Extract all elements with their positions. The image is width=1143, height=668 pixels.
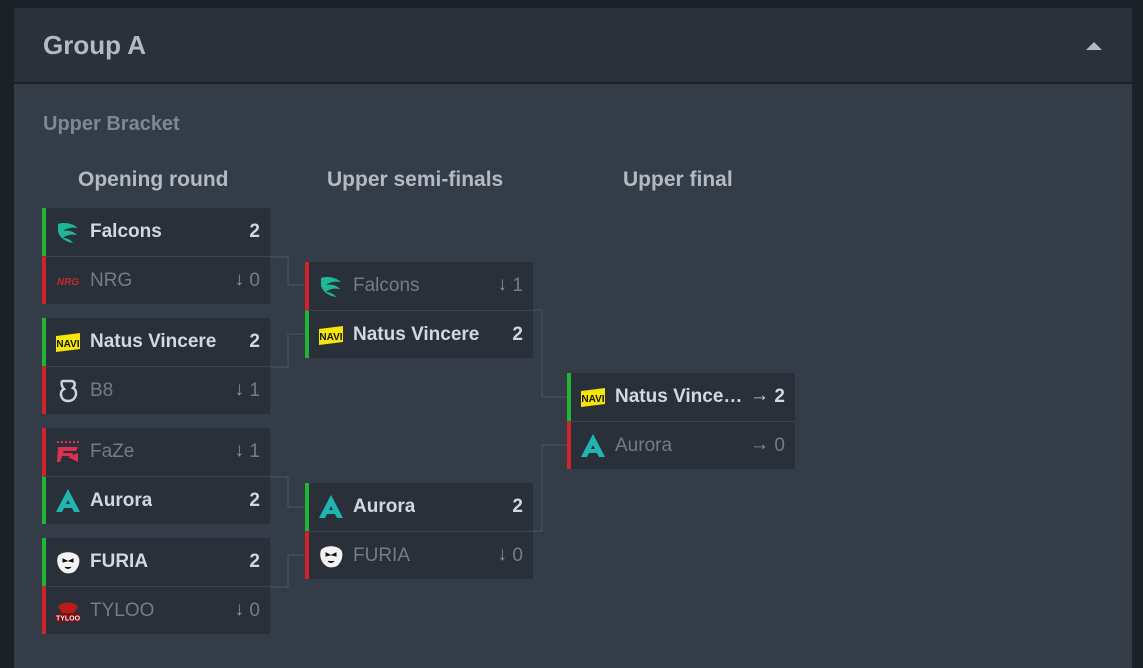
team-score: 2 [512, 496, 523, 517]
aurora-logo-icon [579, 432, 607, 460]
svg-text:NAVI: NAVI [56, 339, 79, 350]
team-name: FURIA [353, 545, 410, 566]
team-row-natus-vince[interactable]: NAVI Natus Vince… →2 [567, 373, 795, 421]
team-name: Aurora [353, 496, 416, 517]
team-name: Falcons [90, 221, 162, 242]
group-header[interactable]: Group A [14, 8, 1132, 84]
team-name: Natus Vincere [90, 331, 217, 352]
team-name: Aurora [90, 490, 153, 511]
team-score: 0 [249, 600, 260, 621]
team-score: 2 [512, 324, 523, 345]
aurora-logo-icon [317, 493, 345, 521]
faze-logo-icon [54, 438, 82, 466]
team-row-aurora[interactable]: Aurora 2 [42, 476, 270, 524]
team-name: FaZe [90, 441, 135, 462]
furia-logo-icon [317, 542, 345, 570]
team-name: Natus Vince… [615, 386, 743, 407]
arrow-down-icon: ↓ [234, 379, 245, 400]
team-row-b8[interactable]: B8 ↓1 [42, 366, 270, 414]
team-row-faze[interactable]: FaZe ↓1 [42, 428, 270, 476]
caret-up-icon[interactable] [1082, 36, 1106, 56]
team-name: FURIA [90, 551, 149, 572]
arrow-down-icon: ↓ [234, 599, 245, 620]
arrow-right-icon: → [750, 385, 769, 406]
svg-text:TYLOO: TYLOO [56, 616, 81, 623]
team-name: Natus Vincere [353, 324, 480, 345]
navi-logo-icon: NAVI [579, 383, 607, 411]
arrow-down-icon: ↓ [234, 440, 245, 461]
column-title-final: Upper final [623, 168, 733, 191]
arrow-down-icon: ↓ [497, 274, 508, 295]
falcons-logo-icon [54, 218, 82, 246]
team-name: B8 [90, 380, 114, 401]
svg-text:NRG: NRG [57, 277, 79, 288]
team-score: 2 [249, 551, 260, 572]
tyloo-logo-icon: TYLOO [54, 597, 82, 625]
team-score: 0 [249, 270, 260, 291]
column-title-opening-round: Opening round [78, 168, 229, 191]
falcons-logo-icon [317, 272, 345, 300]
team-name: NRG [90, 270, 133, 291]
team-row-tyloo[interactable]: TYLOO TYLOO ↓0 [42, 586, 270, 634]
team-name: Falcons [353, 275, 420, 296]
team-name: TYLOO [90, 600, 155, 621]
team-row-furia[interactable]: FURIA 2 [42, 538, 270, 586]
b8-logo-icon [54, 377, 82, 405]
team-score: 1 [512, 275, 523, 296]
column-title-semi-finals: Upper semi-finals [327, 168, 504, 191]
navi-logo-icon: NAVI [54, 328, 82, 356]
team-score: 2 [249, 490, 260, 511]
aurora-logo-icon [54, 487, 82, 515]
team-row-aurora[interactable]: Aurora 2 [305, 483, 533, 531]
team-score: 1 [249, 441, 260, 462]
nrg-logo-icon: NRG [54, 267, 82, 295]
team-row-natus-vincere[interactable]: NAVI Natus Vincere 2 [42, 318, 270, 366]
arrow-right-icon: → [750, 434, 769, 455]
team-row-furia[interactable]: FURIA ↓0 [305, 531, 533, 579]
team-row-aurora[interactable]: Aurora →0 [567, 421, 795, 469]
svg-text:NAVI: NAVI [581, 394, 604, 405]
svg-text:NAVI: NAVI [319, 332, 342, 343]
furia-logo-icon [54, 548, 82, 576]
team-score: 0 [774, 435, 785, 456]
team-name: Aurora [615, 435, 673, 456]
navi-logo-icon: NAVI [317, 321, 345, 349]
team-score: 1 [249, 380, 260, 401]
team-row-falcons[interactable]: Falcons 2 [42, 208, 270, 256]
team-row-nrg[interactable]: NRG NRG ↓0 [42, 256, 270, 304]
team-score: 2 [774, 386, 785, 407]
team-row-natus-vincere[interactable]: NAVI Natus Vincere 2 [305, 310, 533, 358]
bracket-label: Upper Bracket [43, 113, 180, 135]
team-score: 0 [512, 545, 523, 566]
team-row-falcons[interactable]: Falcons ↓1 [305, 262, 533, 310]
team-score: 2 [249, 331, 260, 352]
team-score: 2 [249, 221, 260, 242]
arrow-down-icon: ↓ [497, 544, 508, 565]
arrow-down-icon: ↓ [234, 269, 245, 290]
group-title: Group A [43, 30, 147, 60]
